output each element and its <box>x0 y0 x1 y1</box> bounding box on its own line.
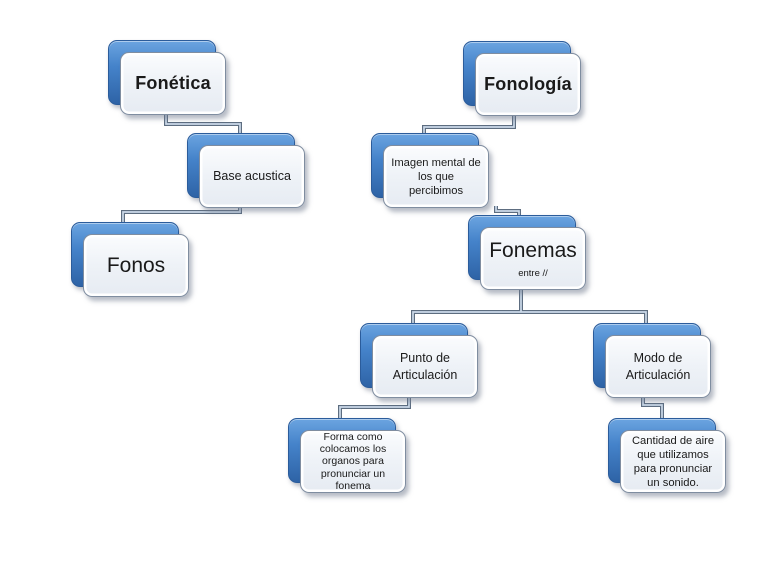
connector-fonemas-split <box>411 286 648 328</box>
node-cantidad-aire[interactable]: Cantidad de aire que utilizamos para pro… <box>608 418 726 493</box>
card-front: Punto de Articulación <box>372 335 478 398</box>
node-label: Fonología <box>484 74 572 94</box>
node-forma-como[interactable]: Forma como colocamos los organos para pr… <box>288 418 406 493</box>
node-label: Punto de Articulación <box>392 351 458 382</box>
card-front: Cantidad de aire que utilizamos para pro… <box>620 430 726 493</box>
node-sublabel: entre // <box>518 267 548 279</box>
card-front: Fonos <box>83 234 189 297</box>
card-front: Fonemas entre // <box>480 227 586 290</box>
node-imagen-mental[interactable]: Imagen mental de los que percibimos <box>371 133 489 208</box>
node-label: Fonética <box>135 73 211 93</box>
node-modo-articulacion[interactable]: Modo de Articulación <box>593 323 711 398</box>
card-front: Base acustica <box>199 145 305 208</box>
node-fonos[interactable]: Fonos <box>71 222 189 297</box>
node-label: Modo de Articulación <box>625 351 691 382</box>
card-front: Modo de Articulación <box>605 335 711 398</box>
card-front: Imagen mental de los que percibimos <box>383 145 489 208</box>
node-label: Base acustica <box>213 169 291 184</box>
node-fonemas[interactable]: Fonemas entre // <box>468 215 586 290</box>
node-punto-articulacion[interactable]: Punto de Articulación <box>360 323 478 398</box>
node-label: Fonemas <box>489 238 577 262</box>
node-label: Cantidad de aire que utilizamos para pro… <box>631 434 715 489</box>
node-label: Forma como colocamos los organos para pr… <box>319 430 387 493</box>
card-front: Fonética <box>120 52 226 115</box>
node-fonetica[interactable]: Fonética <box>108 40 226 115</box>
node-fonologia[interactable]: Fonología <box>463 41 581 116</box>
node-label: Fonos <box>106 253 166 277</box>
card-front: Forma como colocamos los organos para pr… <box>300 430 406 493</box>
card-front: Fonología <box>475 53 581 116</box>
node-base-acustica[interactable]: Base acustica <box>187 133 305 208</box>
node-label: Imagen mental de los que percibimos <box>391 156 481 197</box>
